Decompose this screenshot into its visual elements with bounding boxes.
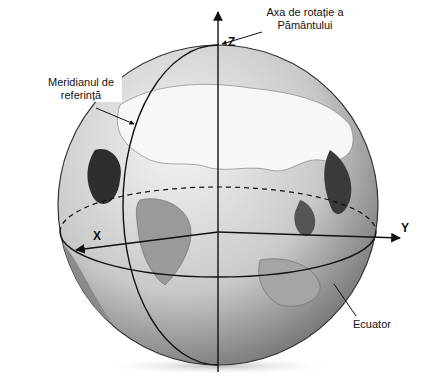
axis-letter: X (92, 230, 102, 243)
z-axis (217, 12, 218, 372)
equator-leader (334, 284, 356, 316)
continents (60, 84, 353, 320)
y-axis (218, 232, 400, 238)
axis-letter: Z (227, 36, 236, 49)
meridian-label: Meridianul de referință (40, 76, 122, 102)
reference-meridian (123, 45, 218, 365)
axis-letter: Y (400, 222, 410, 235)
axis-label: Axa de rotație a Pământului (264, 6, 346, 32)
meridian-leader (96, 108, 134, 124)
callout-label: Ecuator (352, 318, 392, 331)
